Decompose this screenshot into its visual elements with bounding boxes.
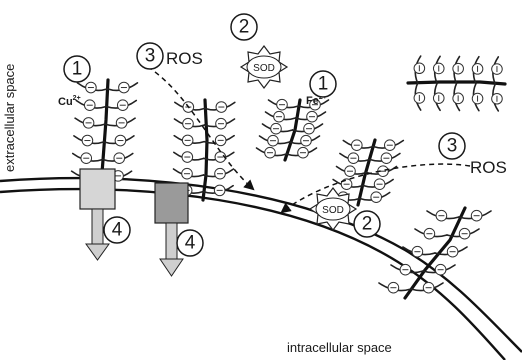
- svg-text:4: 4: [112, 220, 123, 241]
- svg-text:2: 2: [239, 17, 250, 38]
- svg-text:3: 3: [447, 136, 458, 157]
- sod-top-label: SOD: [253, 63, 275, 74]
- step-marker-4-left: 4: [104, 217, 130, 243]
- svg-text:2: 2: [362, 214, 373, 235]
- brush-6: [379, 208, 491, 298]
- extracellular-label: extracellular space: [2, 64, 17, 172]
- ros-arrow-top: [140, 62, 253, 189]
- step-marker-2-bottom: 2: [354, 211, 380, 237]
- brush-5: [408, 56, 505, 111]
- core-protein: [203, 100, 207, 200]
- svg-text:3: 3: [145, 46, 156, 67]
- sod-bottom-label: SOD: [322, 205, 344, 216]
- svg-text:1: 1: [318, 74, 329, 95]
- ros-label-right: ROS: [470, 158, 507, 177]
- sod-enzyme-top: SOD: [241, 46, 287, 88]
- step-marker-1-left: 1: [64, 56, 90, 82]
- transporter-channel-left: [80, 169, 115, 260]
- step-marker-3-top: 3: [137, 43, 163, 69]
- sod-enzyme-bottom: SOD: [310, 188, 356, 230]
- copper-ion-label: Cu2+: [58, 95, 81, 108]
- step-marker-4-right: 4: [177, 230, 203, 256]
- proteoglycan-layer: [72, 56, 505, 298]
- step-marker-3-right: 3: [439, 133, 465, 159]
- intracellular-label: intracellular space: [287, 340, 392, 355]
- step-marker-2-top: 2: [231, 14, 257, 40]
- brush-3: [257, 99, 329, 160]
- svg-text:1: 1: [72, 59, 83, 80]
- step-marker-1-middle: 1: [310, 71, 336, 97]
- svg-text:4: 4: [185, 233, 196, 254]
- transporter-channel-right: [155, 183, 188, 276]
- ros-label-top: ROS: [166, 49, 203, 68]
